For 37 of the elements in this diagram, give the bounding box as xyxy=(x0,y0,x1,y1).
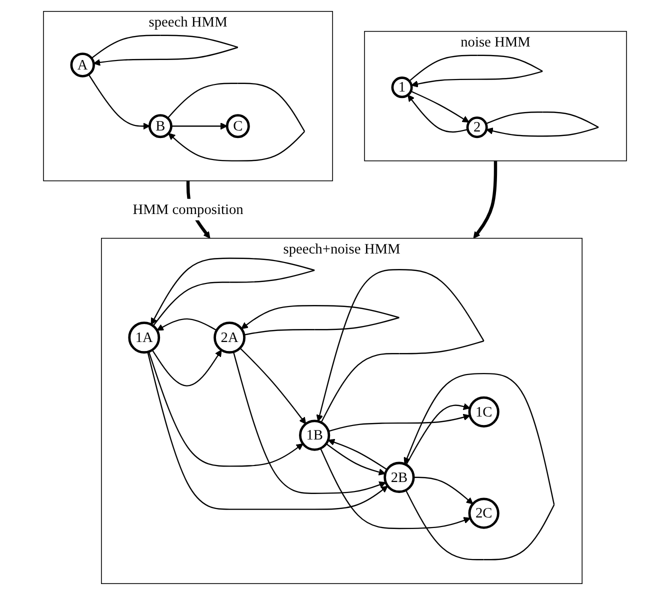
arrow xyxy=(241,305,400,336)
arrow xyxy=(240,348,306,424)
arrow xyxy=(147,352,388,510)
arrow xyxy=(326,443,386,476)
node-circle: 1C xyxy=(468,396,500,428)
arrow xyxy=(316,269,484,423)
arrow xyxy=(152,350,222,386)
arrow xyxy=(148,351,304,467)
arrow xyxy=(328,438,388,470)
arrow xyxy=(320,448,471,530)
arrow xyxy=(410,90,470,123)
arrow xyxy=(150,258,315,326)
arrow xyxy=(473,160,498,239)
node-circle: 2A xyxy=(214,322,246,354)
node-circle: 1 xyxy=(391,76,413,98)
arrow xyxy=(88,74,150,130)
arrow xyxy=(408,54,543,88)
arrow xyxy=(408,94,468,133)
arrow xyxy=(406,403,470,466)
arrow xyxy=(91,34,238,66)
node-circle: 2B xyxy=(384,462,415,493)
node-circle: A xyxy=(70,52,95,78)
arrow xyxy=(171,122,228,130)
arrow xyxy=(232,352,386,494)
arrow xyxy=(414,476,474,504)
node-circle: 1A xyxy=(128,322,160,354)
node-circle: 2 xyxy=(466,116,488,138)
arrow xyxy=(328,414,470,432)
edge-label: HMM composition xyxy=(132,201,244,218)
node-circle: B xyxy=(148,114,172,138)
arrow xyxy=(404,372,555,560)
node-circle: 1B xyxy=(299,420,330,451)
arrow xyxy=(486,112,599,137)
node-circle: C xyxy=(226,114,250,138)
arrow xyxy=(167,82,306,162)
arrow xyxy=(156,318,217,331)
node-circle: 2C xyxy=(468,498,500,529)
